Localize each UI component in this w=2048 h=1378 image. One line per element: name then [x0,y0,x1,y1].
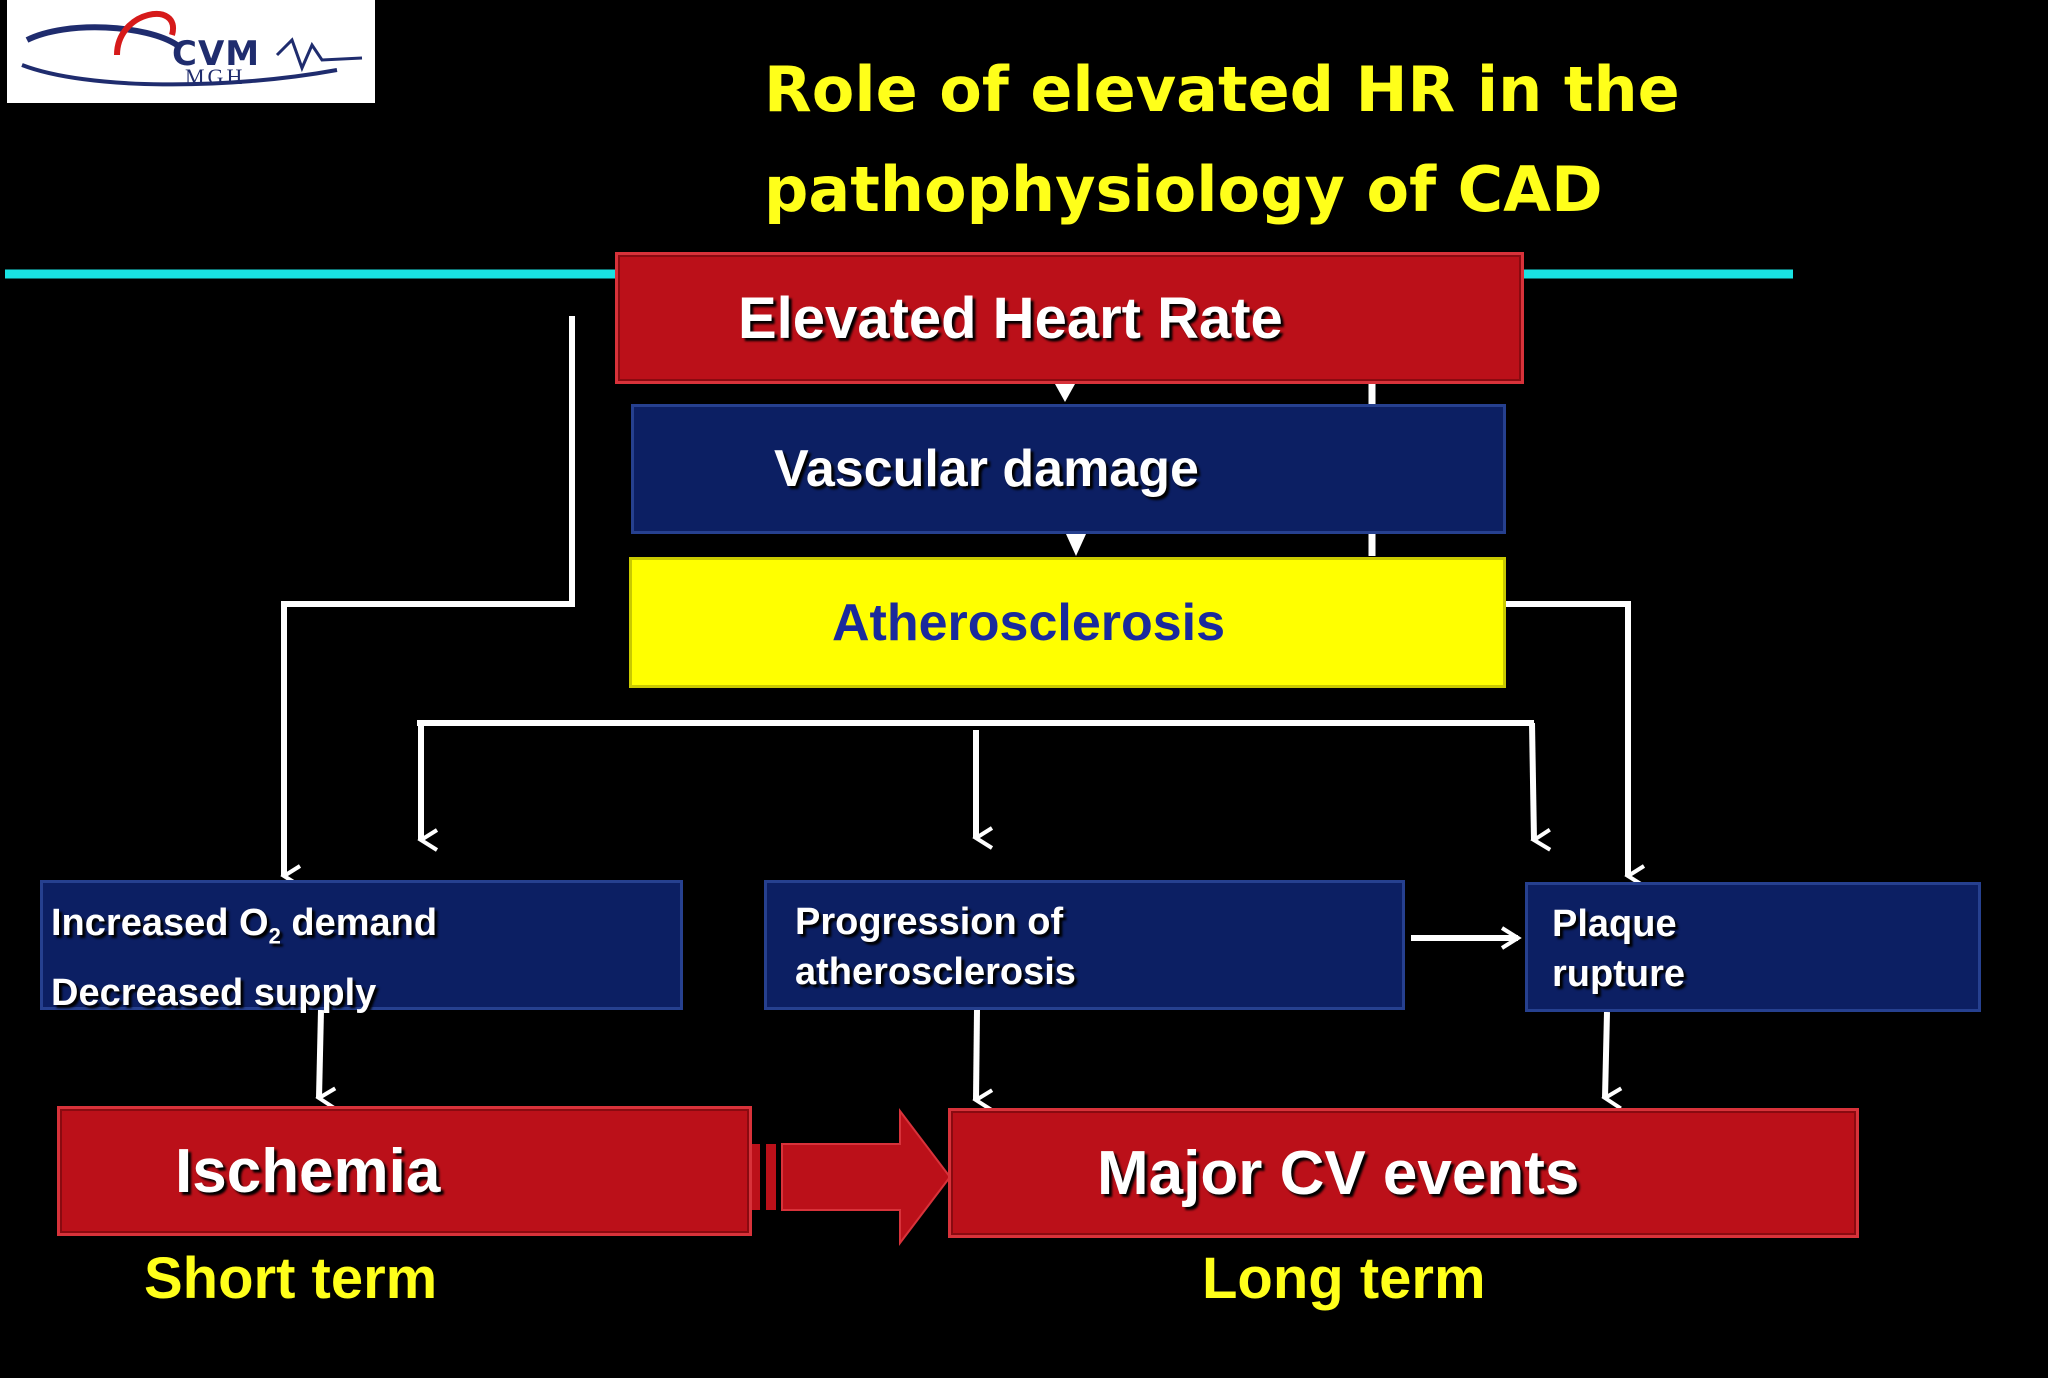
connector-o2-to-ischemia [315,1009,337,1111]
title-line-2: pathophysiology of CAD [764,153,1603,226]
o2-line1-pre: Increased O [51,902,269,944]
o2-line1-post: demand [280,902,438,944]
title-line-1: Role of elevated HR in the [764,53,1680,126]
node-elevated-heart-rate-label: Elevated Heart Rate [738,285,1283,351]
node-plaque-line-1: Plaque [1552,903,1677,945]
node-vascular-damage: Vascular damage [631,404,1506,534]
node-elevated-heart-rate: Elevated Heart Rate [615,252,1524,384]
node-progression-line-2: atherosclerosis [795,951,1076,993]
node-plaque-rupture: Plaque rupture [1525,882,1981,1012]
node-plaque-line-2: rupture [1552,953,1685,995]
node-o2-demand-supply: Increased O2 demand Decreased supply [40,880,683,1014]
connector-to-plaque [1529,722,1552,852]
node-vascular-damage-label: Vascular damage [774,440,1199,498]
node-progression-atherosclerosis: Progression of atherosclerosis [764,880,1405,1010]
logo-text: CVM [172,34,261,74]
slide-title: Role of elevated HR in the pathophysiolo… [764,40,1764,240]
node-progression-line-1: Progression of [795,901,1064,943]
logo-subtext: MGH [185,64,246,89]
connector-progression-to-cv [972,1009,994,1112]
cvm-mgh-logo: CVM MGH [7,0,375,103]
o2-subscript: 2 [268,923,281,949]
node-ischemia: Ischemia [57,1106,752,1236]
connector-ath-to-plaque [1505,601,1646,888]
label-long-term: Long term [1202,1246,1486,1311]
label-short-term: Short term [144,1246,438,1311]
node-o2-line-2: Decreased supply [51,971,377,1014]
node-o2-line-1: Increased O2 demand [51,895,680,965]
node-major-cv-events-label: Major CV events [1097,1138,1580,1208]
node-major-cv-events: Major CV events [948,1108,1859,1238]
big-arrow-ischemia-to-cv [752,1108,952,1246]
node-ischemia-label: Ischemia [175,1136,441,1206]
connector-plaque-to-cv [1601,1011,1623,1111]
connector-hr-to-o2 [280,316,575,888]
node-atherosclerosis-label: Atherosclerosis [832,593,1226,652]
node-atherosclerosis: Atherosclerosis [629,557,1506,688]
logo-swoosh-icon [21,11,363,87]
arrow-vascular-to-ath [1066,534,1086,556]
arrow-hr-to-vascular [1055,384,1075,402]
